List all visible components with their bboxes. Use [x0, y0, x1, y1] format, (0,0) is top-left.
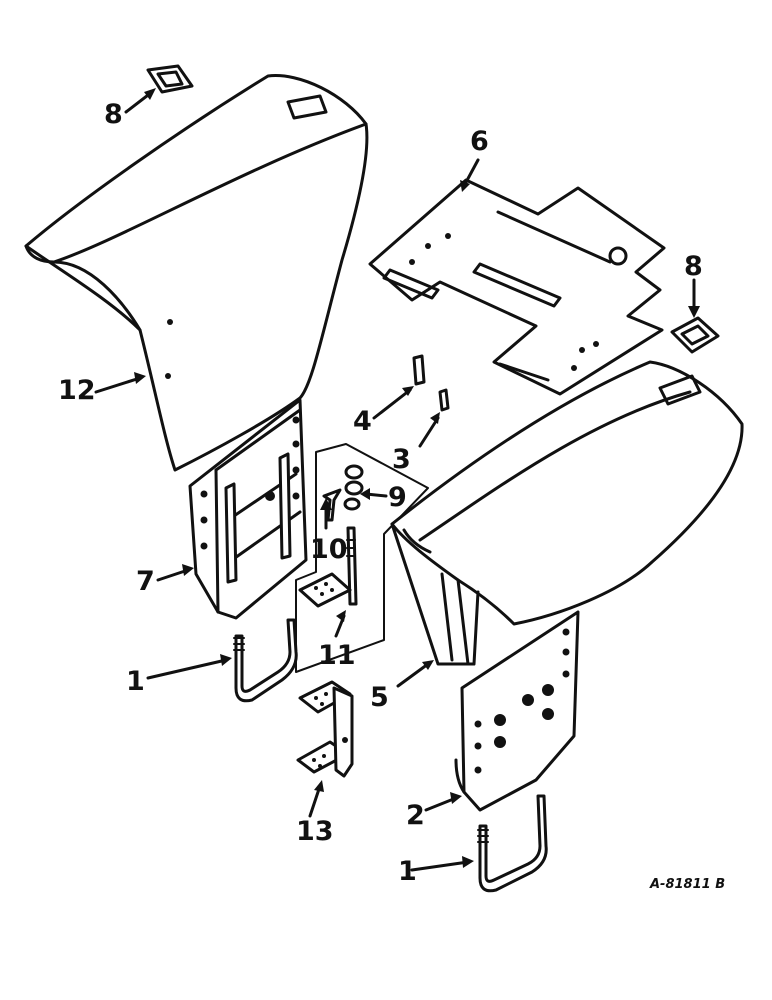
bracket-part-2	[454, 610, 580, 812]
drawing-reference: A-81811 B	[649, 877, 725, 892]
platform-part-6	[368, 178, 666, 396]
callout-5: 5	[370, 682, 389, 713]
grommet-part-8-left	[146, 64, 194, 94]
pin-part-4	[412, 354, 426, 386]
leader-lines	[94, 88, 700, 872]
pin-part-3	[438, 388, 450, 412]
callout-4: 4	[353, 406, 372, 437]
callout-13: 13	[296, 816, 334, 847]
bracket-part-7	[188, 398, 308, 620]
u-bolt-part-1-right	[477, 794, 548, 893]
callout-7: 7	[136, 566, 155, 597]
grommet-part-8-right	[670, 316, 720, 354]
callout-1-left: 1	[126, 666, 145, 697]
callout-12: 12	[58, 375, 96, 406]
u-bolt-part-1-left	[233, 618, 298, 703]
callout-11: 11	[318, 640, 356, 671]
washer-part-9	[343, 464, 364, 511]
callout-9: 9	[388, 482, 407, 513]
callout-8-right: 8	[684, 251, 703, 282]
callout-3: 3	[392, 444, 411, 475]
callout-10: 10	[310, 534, 348, 565]
fender-part-5	[390, 360, 744, 666]
inset-frame	[295, 443, 429, 673]
callout-6: 6	[470, 126, 489, 157]
fender-part-12	[24, 74, 369, 472]
step-part-13	[296, 680, 354, 778]
callout-2: 2	[406, 800, 425, 831]
pin-part-10	[322, 488, 342, 522]
callout-1-right: 1	[398, 856, 417, 887]
bolt-part-11	[298, 526, 358, 608]
callout-8-left: 8	[104, 99, 123, 130]
